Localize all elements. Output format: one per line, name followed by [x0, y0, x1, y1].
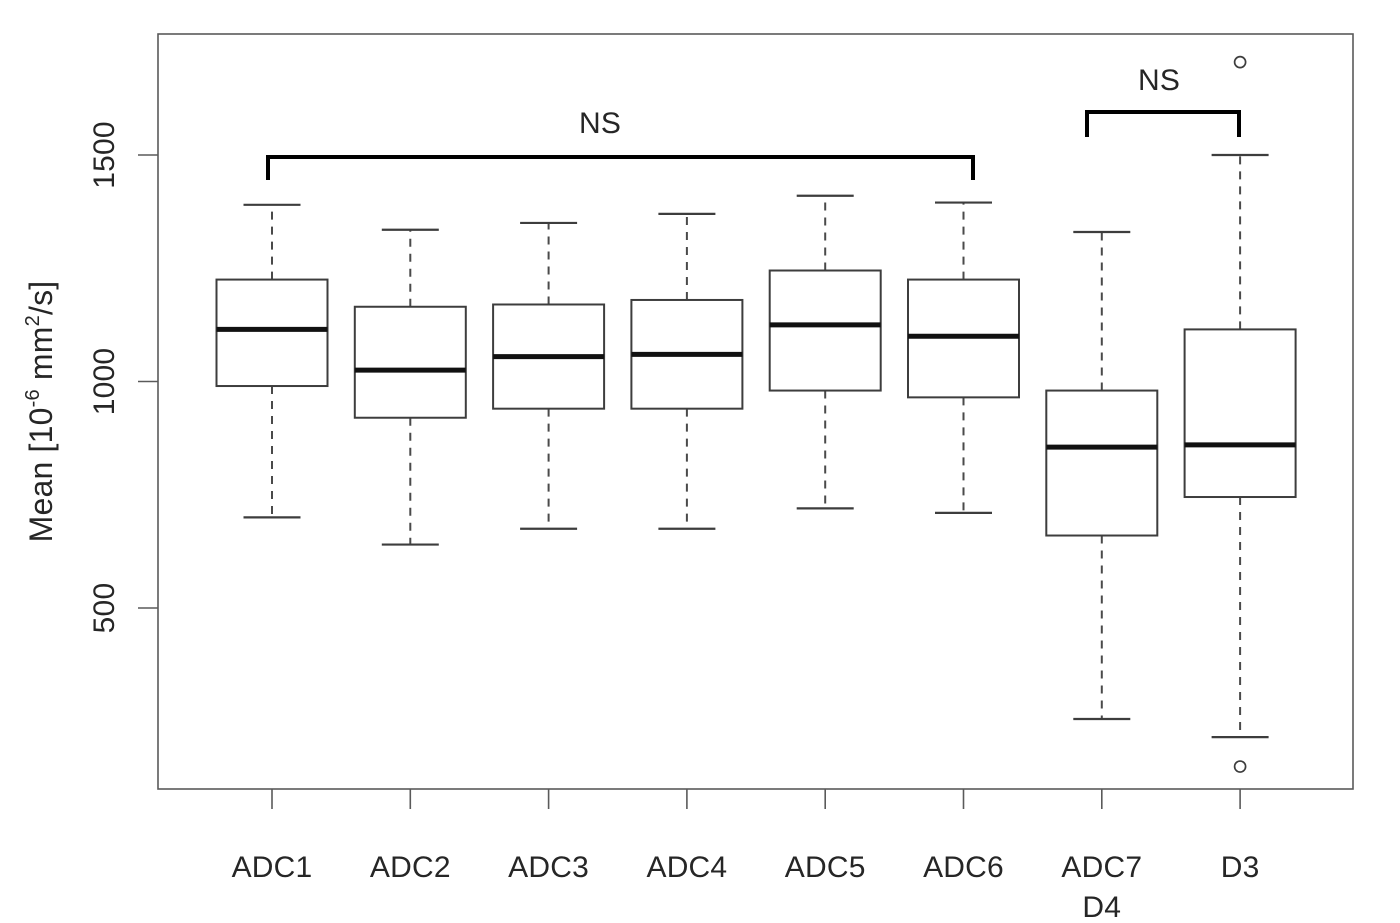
x-sublabel-D4: D4 — [1082, 891, 1121, 923]
iqr-box — [353, 305, 467, 419]
ns-label-ADC7-D3: NS — [1138, 64, 1180, 97]
x-tick-label-ADC4: ADC4 — [646, 851, 727, 884]
boxplot-D3 — [1183, 55, 1297, 773]
outlier-point — [1233, 55, 1247, 69]
y-axis-title: Mean [10-6 mm2/s] — [22, 281, 59, 543]
boxplot-ADC7 — [1045, 230, 1159, 721]
plot-border — [157, 33, 1354, 790]
x-tick-label-D3: D3 — [1221, 851, 1260, 884]
iqr-box — [1045, 389, 1159, 537]
outlier-point — [1233, 760, 1247, 773]
x-tick-label-ADC6: ADC6 — [923, 851, 1004, 884]
significance-bracket-ADC1-ADC6 — [266, 155, 975, 180]
x-tick-label-ADC2: ADC2 — [370, 851, 451, 884]
y-tick-label: 1000 — [88, 348, 121, 416]
y-axis-title-part: /s] — [23, 281, 59, 315]
boxplot-ADC6 — [907, 201, 1020, 514]
ns-label-ADC1-ADC6: NS — [579, 107, 621, 140]
boxplot-ADC2 — [353, 228, 467, 546]
iqr-box — [768, 269, 882, 392]
y-axis-title-superscript: -6 — [22, 389, 44, 407]
y-tick-label: 500 — [88, 583, 121, 634]
y-tick-label: 1500 — [88, 121, 121, 189]
y-axis-title-part: Mean [10 — [23, 407, 59, 542]
x-tick-label-ADC5: ADC5 — [785, 851, 866, 884]
x-tick-label-ADC7: ADC7 — [1061, 851, 1142, 884]
x-tick-label-ADC3: ADC3 — [508, 851, 589, 884]
iqr-box — [1183, 328, 1297, 499]
boxplot-ADC3 — [492, 221, 606, 530]
boxplot-ADC5 — [768, 194, 882, 510]
y-axis-title-part: mm — [23, 326, 59, 389]
y-axis-title-superscript: 2 — [22, 315, 44, 326]
x-tick-label-ADC1: ADC1 — [232, 851, 313, 884]
iqr-box — [215, 278, 329, 388]
boxplot-ADC4 — [630, 212, 744, 530]
boxplot-ADC1 — [215, 203, 329, 519]
significance-bracket-ADC7-D3 — [1085, 110, 1241, 137]
